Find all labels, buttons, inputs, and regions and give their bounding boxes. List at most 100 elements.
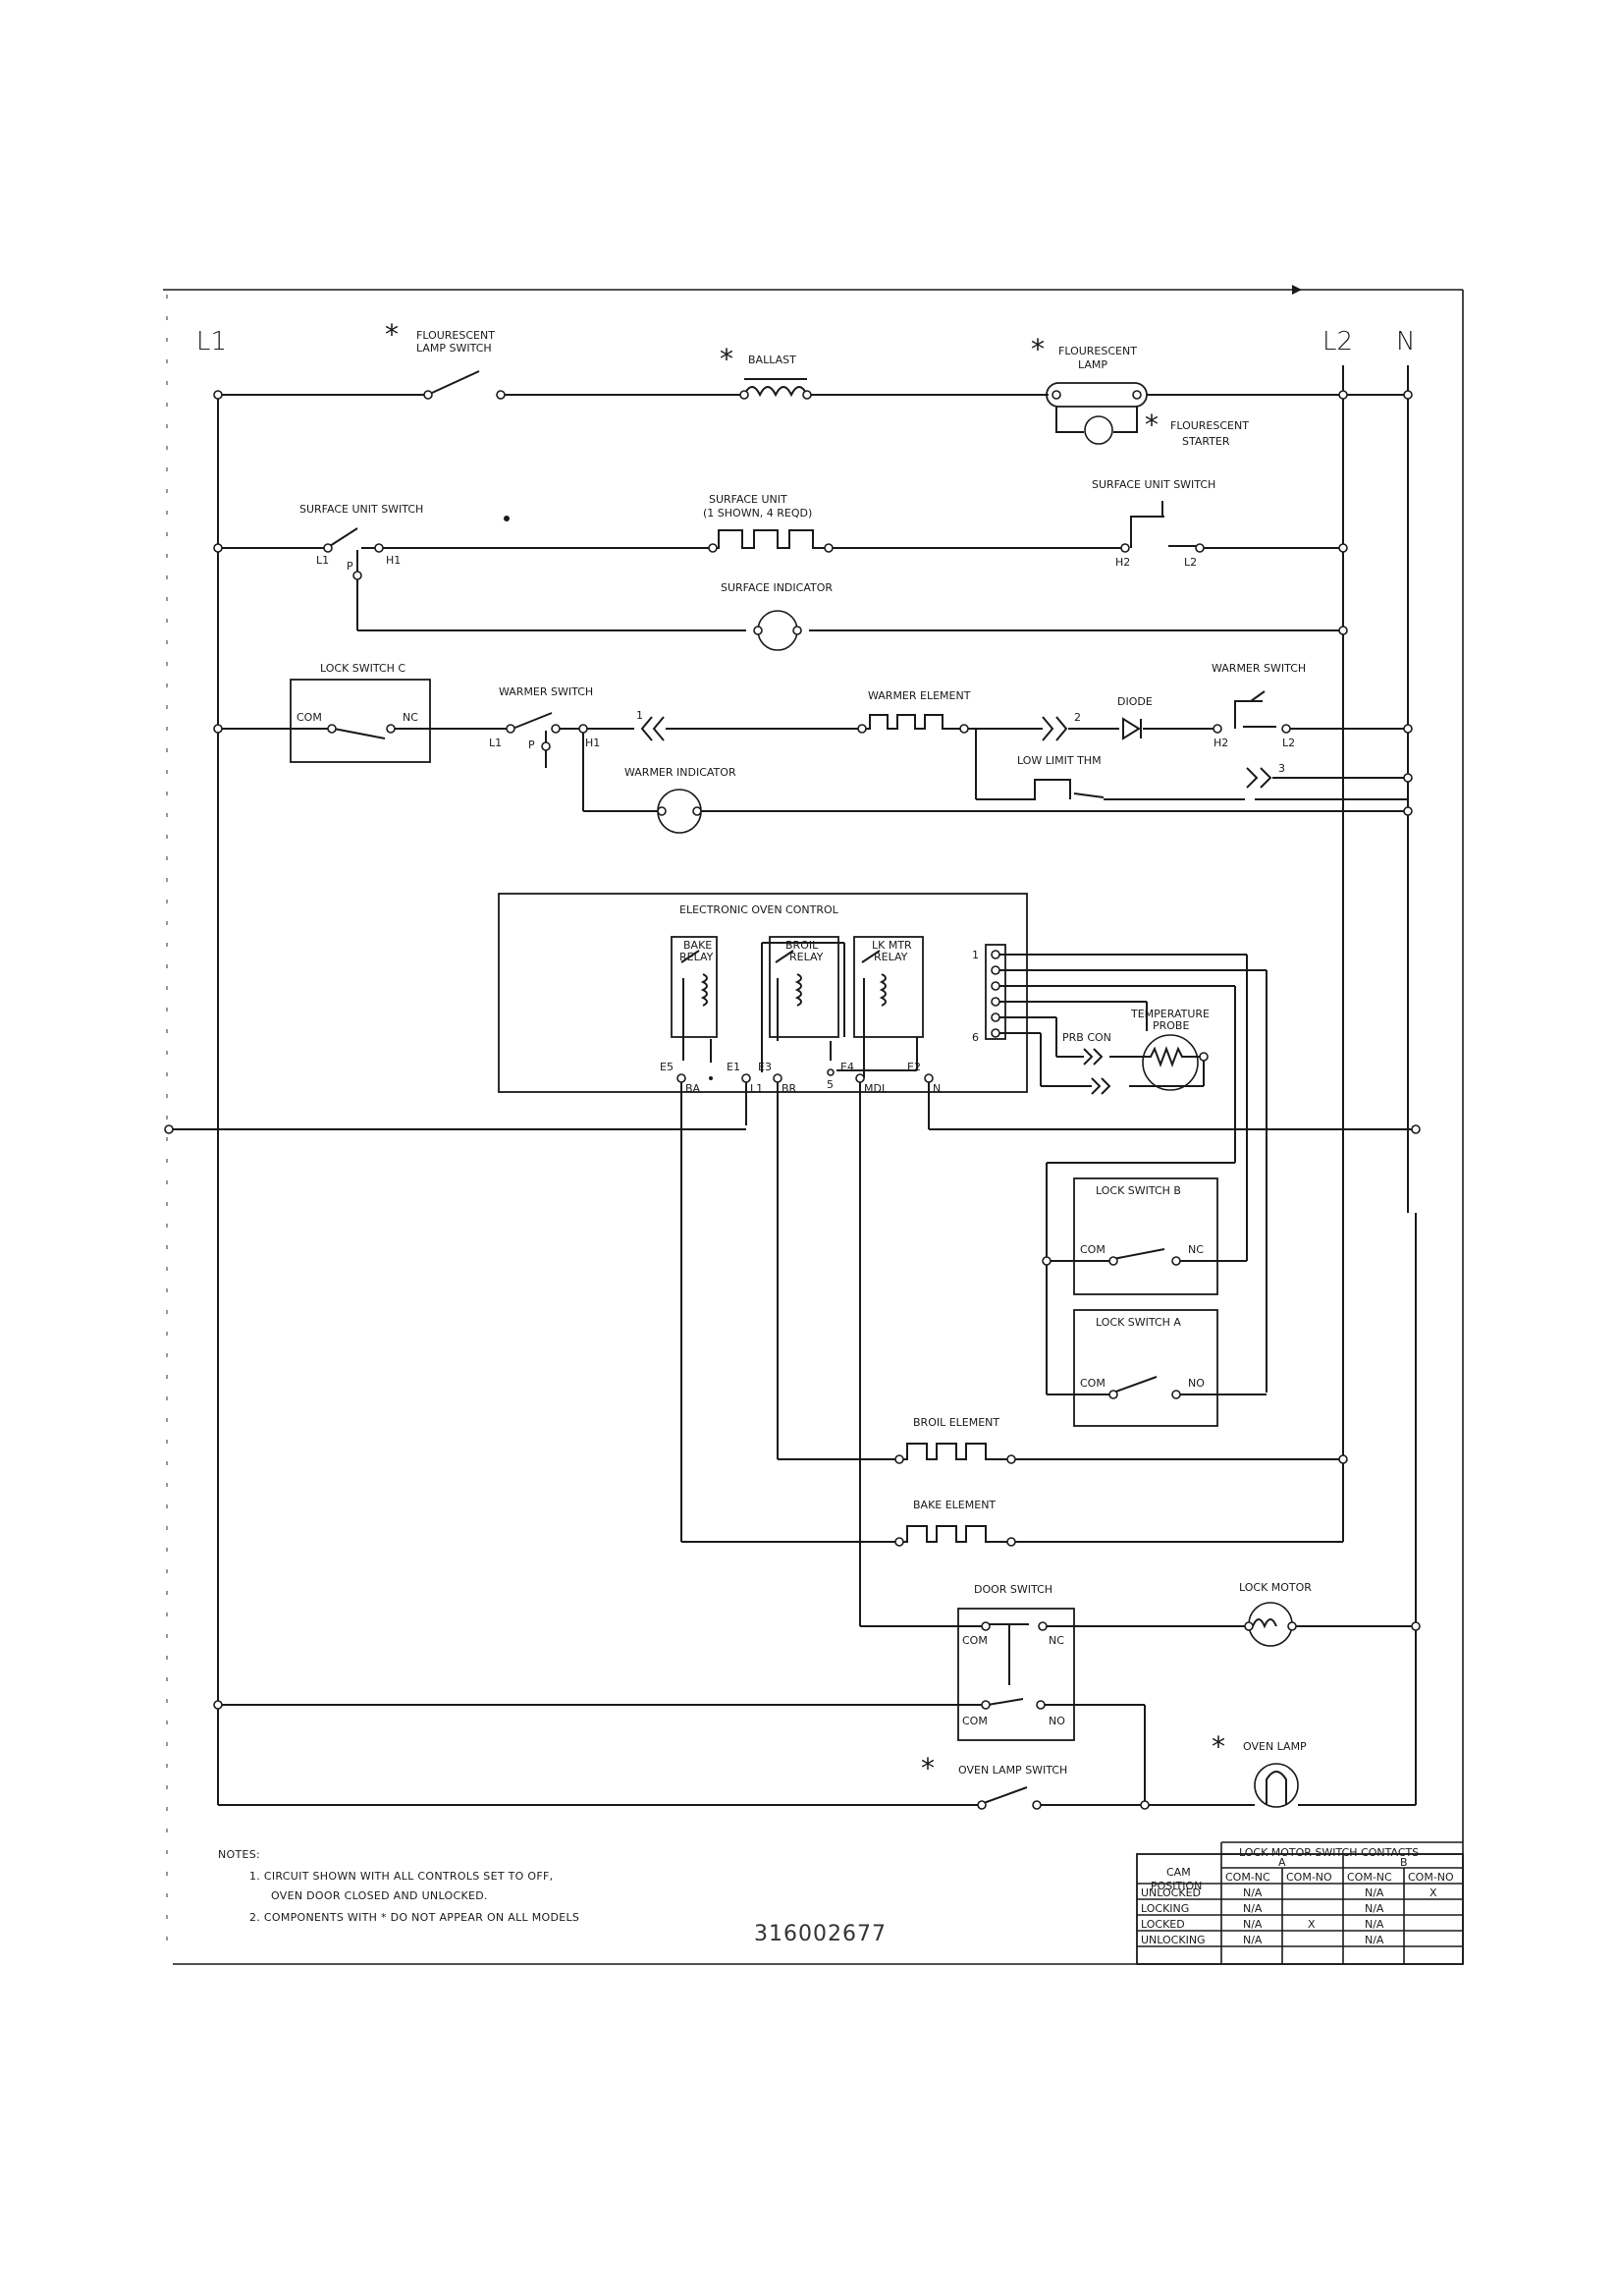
- rail-n-label: N: [1396, 327, 1415, 356]
- warmer-switch-terminal-p: P: [528, 738, 535, 751]
- warmer-indicator-label: WARMER INDICATOR: [624, 766, 736, 779]
- eoc-title: ELECTRONIC OVEN CONTROL: [679, 903, 839, 916]
- row-surface-unit: [213, 501, 1348, 651]
- part-number: 316002677: [754, 1922, 887, 1946]
- notes: NOTES: 1. CIRCUIT SHOWN WITH ALL CONTROL…: [218, 1848, 579, 1924]
- asterisk-starter: *: [1145, 409, 1159, 441]
- lock-motor-switch-contacts-table: [1136, 1841, 1464, 1965]
- table-row-3-c2: X: [1308, 1918, 1316, 1931]
- lk-mtr-relay-label-1: LK MTR: [872, 939, 912, 952]
- surface-unit-switch-right-label: SURFACE UNIT SWITCH: [1092, 478, 1215, 491]
- rail-l2-label: L2: [1322, 327, 1353, 356]
- surface-switch-terminal-l2: L2: [1184, 556, 1197, 569]
- table-cam-label-2: POSITION: [1151, 1880, 1202, 1892]
- table-row-1-c3: N/A: [1365, 1886, 1384, 1899]
- surface-switch-terminal-h1: H1: [386, 554, 401, 567]
- broil-relay-label-1: BROIL: [785, 939, 819, 952]
- bake-relay-label-2: RELAY: [679, 951, 714, 963]
- diode-label: DIODE: [1117, 695, 1153, 708]
- lock-switch-c-nc: NC: [403, 711, 418, 724]
- note-line-1: 1. CIRCUIT SHOWN WITH ALL CONTROLS SET T…: [249, 1870, 553, 1883]
- lock-switch-a-no: NO: [1188, 1377, 1205, 1390]
- notes-title: NOTES:: [218, 1848, 260, 1861]
- table-cam-label-1: CAM: [1166, 1866, 1191, 1879]
- lock-switch-b-title: LOCK SWITCH B: [1096, 1184, 1181, 1197]
- warmer-element-label: WARMER ELEMENT: [868, 689, 971, 702]
- broil-element: [777, 1129, 1348, 1464]
- neutral-wire: [164, 1124, 1421, 1134]
- warmer-switch-terminal-h2: H2: [1214, 737, 1228, 749]
- fluorescent-starter-label-1: FLOURESCENT: [1170, 419, 1249, 432]
- relay-terminal-5-label: 5: [827, 1078, 834, 1091]
- connector-1-label: 1: [636, 709, 643, 722]
- table-title: LOCK MOTOR SWITCH CONTACTS: [1239, 1846, 1419, 1859]
- asterisk-lamp-switch: *: [385, 318, 399, 351]
- eoc-terminal-e3: E3: [758, 1061, 772, 1073]
- prb-con-label: PRB CON: [1062, 1031, 1111, 1044]
- temperature-probe: [999, 1016, 1209, 1095]
- lock-switch-a-com: COM: [1080, 1377, 1106, 1390]
- connector-pin-1-label: 1: [972, 949, 979, 961]
- surface-indicator-label: SURFACE INDICATOR: [721, 581, 833, 594]
- asterisk-ballast: *: [720, 343, 733, 375]
- eoc-pin-ba: BA: [685, 1082, 701, 1095]
- door-switch-com-top: COM: [962, 1634, 988, 1647]
- eoc-terminal-e5: E5: [660, 1061, 674, 1073]
- lock-switch-a-title: LOCK SWITCH A: [1096, 1316, 1181, 1329]
- table-subheader-1: COM-NC: [1225, 1871, 1270, 1884]
- table-group-a: A: [1278, 1856, 1286, 1869]
- oven-lamp-circuit: [218, 1763, 1416, 1810]
- eoc-terminal-e2: E2: [907, 1061, 921, 1073]
- door-switch-title: DOOR SWITCH: [974, 1583, 1052, 1596]
- eoc-pin-br: BR: [782, 1082, 797, 1095]
- rail-wires: [217, 365, 1417, 1805]
- door-switch: [213, 1129, 1247, 1805]
- asterisk-fluorescent-lamp: *: [1031, 333, 1045, 365]
- lock-switch-c-label: LOCK SWITCH C: [320, 662, 405, 675]
- lock-motor-label: LOCK MOTOR: [1239, 1581, 1312, 1594]
- surface-switch-terminal-h2: H2: [1115, 556, 1130, 569]
- lock-switch-b-com: COM: [1080, 1243, 1106, 1256]
- electronic-oven-control: [498, 893, 1028, 1129]
- table-row-4-pos: UNLOCKING: [1141, 1934, 1206, 1946]
- table-row-2-c3: N/A: [1365, 1902, 1384, 1915]
- lock-motor: [1244, 1602, 1421, 1647]
- table-row-2-pos: LOCKING: [1141, 1902, 1189, 1915]
- fluorescent-starter-label-2: STARTER: [1182, 435, 1230, 448]
- bake-element-label: BAKE ELEMENT: [913, 1499, 996, 1511]
- broil-element-label: BROIL ELEMENT: [913, 1416, 999, 1429]
- door-switch-nc: NC: [1049, 1634, 1064, 1647]
- lock-switch-a: [1047, 1309, 1267, 1427]
- table-row-2-c1: N/A: [1243, 1902, 1263, 1915]
- fluorescent-lamp-label-1: FLOURESCENT: [1058, 345, 1137, 357]
- connector-pin-6-label: 6: [972, 1031, 979, 1044]
- table-row-3-pos: LOCKED: [1141, 1918, 1185, 1931]
- table-row-4-c1: N/A: [1243, 1934, 1263, 1946]
- table-subheader-2: COM-NO: [1286, 1871, 1332, 1884]
- eoc-pin-n: N: [933, 1082, 941, 1095]
- warmer-switch-terminal-h1: H1: [585, 737, 600, 749]
- bake-relay-label-1: BAKE: [683, 939, 712, 952]
- lock-switch-b-nc: NC: [1188, 1243, 1204, 1256]
- table-subheader-4: COM-NO: [1408, 1871, 1454, 1884]
- warmer-switch-terminal-l1: L1: [489, 737, 502, 749]
- eoc-terminal-e4: E4: [840, 1061, 854, 1073]
- note-line-3: 2. COMPONENTS WITH * DO NOT APPEAR ON AL…: [249, 1911, 579, 1924]
- bake-element: [680, 1125, 1344, 1547]
- eoc-pin-mdl: MDL: [864, 1082, 889, 1095]
- page-frame: [163, 285, 1464, 1965]
- table-subheader-3: COM-NC: [1347, 1871, 1392, 1884]
- surface-switch-terminal-l1: L1: [316, 554, 329, 567]
- surface-switch-terminal-p: P: [347, 560, 353, 573]
- connector-2-label: 2: [1074, 711, 1081, 724]
- table-group-b: B: [1400, 1856, 1408, 1869]
- table-row-1-pos: UNLOCKED: [1141, 1886, 1201, 1899]
- lock-switch-c-com: COM: [297, 711, 322, 724]
- temperature-probe-label-2: PROBE: [1153, 1019, 1189, 1032]
- table-row-3-c1: N/A: [1243, 1918, 1263, 1931]
- fluorescent-lamp-switch-label-2: LAMP SWITCH: [416, 342, 492, 355]
- fluorescent-lamp-switch-label-1: FLOURESCENT: [416, 329, 495, 342]
- table-row-4-c3: N/A: [1365, 1934, 1384, 1946]
- fluorescent-lamp-label-2: LAMP: [1078, 358, 1107, 371]
